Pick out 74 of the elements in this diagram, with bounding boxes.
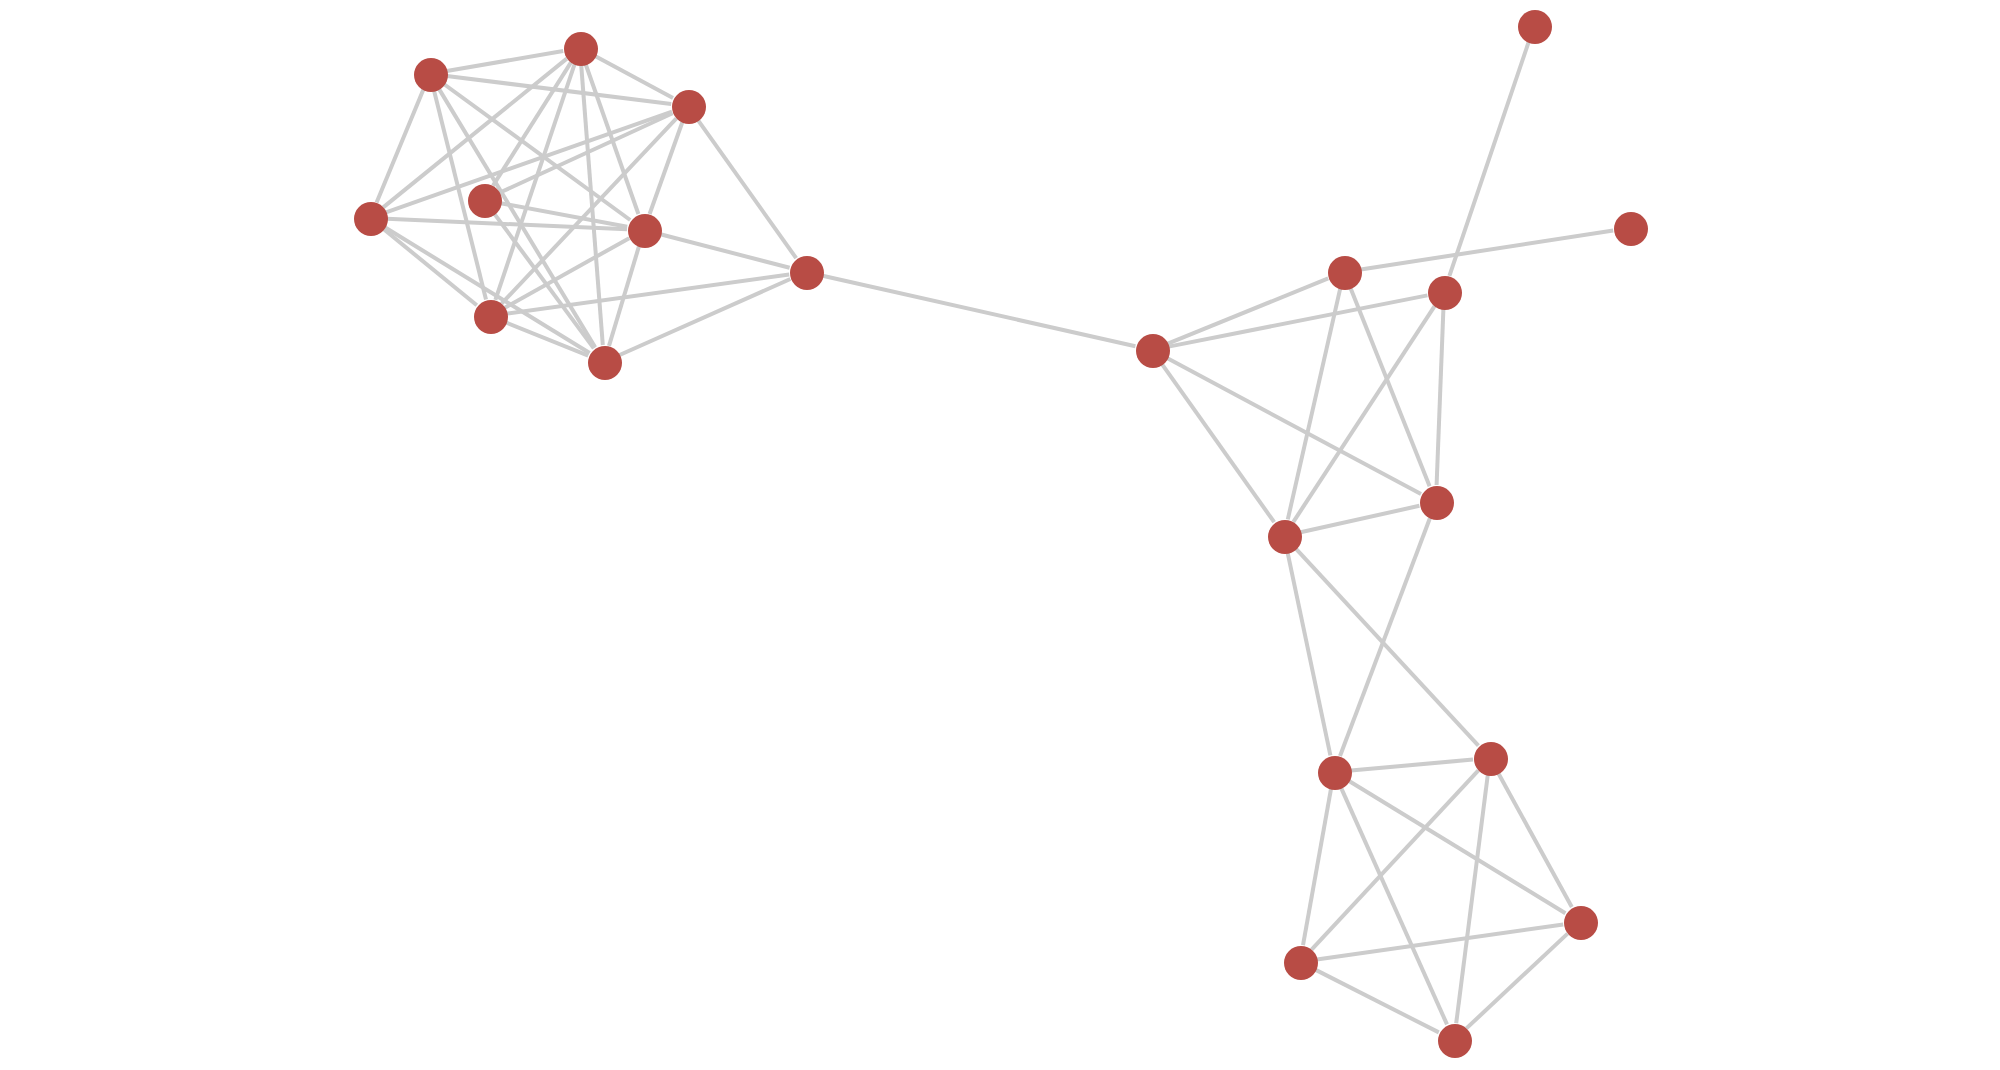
connector-line — [1291, 305, 1437, 523]
network-node-dot — [671, 89, 705, 123]
network-node-dot — [1563, 905, 1597, 939]
network-node-dot — [1427, 275, 1461, 309]
network-node-dot — [467, 183, 501, 217]
network-node-dot — [1437, 1023, 1471, 1057]
network-node-dot — [1283, 945, 1317, 979]
connector-line — [437, 87, 597, 349]
connector-line — [1338, 517, 1432, 757]
connector-line — [505, 320, 589, 358]
connector-line — [1447, 41, 1531, 277]
network-node-dot — [413, 57, 447, 91]
connector-line — [1160, 362, 1276, 524]
connector-line — [1294, 547, 1480, 747]
connector-line — [1496, 772, 1574, 908]
network-node-dot — [473, 299, 507, 333]
connector-line — [594, 54, 674, 100]
network-node-dot — [563, 31, 597, 65]
connector-line — [432, 90, 488, 300]
connector-line — [385, 109, 673, 215]
connector-line — [822, 273, 1136, 349]
connector-line — [647, 121, 685, 215]
connector-line — [1465, 932, 1569, 1030]
connector-line — [383, 225, 591, 355]
connector-line — [446, 74, 672, 106]
connector-line — [1348, 287, 1432, 487]
connector-line — [583, 63, 641, 215]
network-node-dot — [353, 201, 387, 235]
connector-line — [506, 272, 790, 316]
connector-line — [607, 245, 641, 347]
connector-line — [446, 49, 564, 73]
network-node-dot — [1317, 755, 1351, 789]
connector-line — [1166, 356, 1422, 496]
connector-line — [696, 118, 798, 260]
network-node-dot — [1327, 255, 1361, 289]
network-node-dot — [1473, 741, 1507, 775]
network-node-dot — [1613, 211, 1647, 245]
connector-line — [381, 227, 479, 307]
connector-line — [500, 201, 628, 229]
network-node-dot — [627, 213, 661, 247]
connector-line — [492, 212, 596, 350]
connector-line — [618, 277, 792, 357]
connector-line — [374, 88, 426, 204]
connector-line — [498, 111, 674, 195]
connector-line — [503, 236, 631, 310]
connector-line — [1168, 293, 1428, 349]
network-node-dot — [1135, 333, 1169, 367]
connector-line — [1285, 288, 1343, 520]
connector-line — [491, 61, 573, 187]
connector-line — [1347, 779, 1567, 915]
connector-line — [442, 82, 632, 222]
connector-line — [493, 63, 577, 301]
connector-line — [1167, 276, 1329, 346]
connector-line — [500, 117, 678, 305]
network-node-dot — [587, 345, 621, 379]
connector-line — [381, 57, 569, 209]
connector-line — [1310, 769, 1480, 951]
connector-line — [386, 216, 628, 232]
network-node-dot — [789, 255, 823, 289]
network-node-dot — [1419, 485, 1453, 519]
connector-line — [1434, 308, 1446, 486]
network-node-dot — [1517, 9, 1551, 43]
connector-line — [1350, 757, 1474, 773]
network-node-dot — [1267, 519, 1301, 553]
connector-line — [1285, 552, 1333, 756]
connector-line — [1314, 967, 1440, 1035]
connector-line — [659, 232, 791, 270]
connector-line — [1316, 922, 1564, 962]
connector-line — [1301, 788, 1333, 946]
connector-line — [1300, 503, 1420, 535]
connector-line — [579, 64, 605, 346]
connector-line — [1339, 786, 1449, 1026]
connector-line — [1454, 774, 1490, 1024]
connector-line — [1360, 228, 1614, 272]
